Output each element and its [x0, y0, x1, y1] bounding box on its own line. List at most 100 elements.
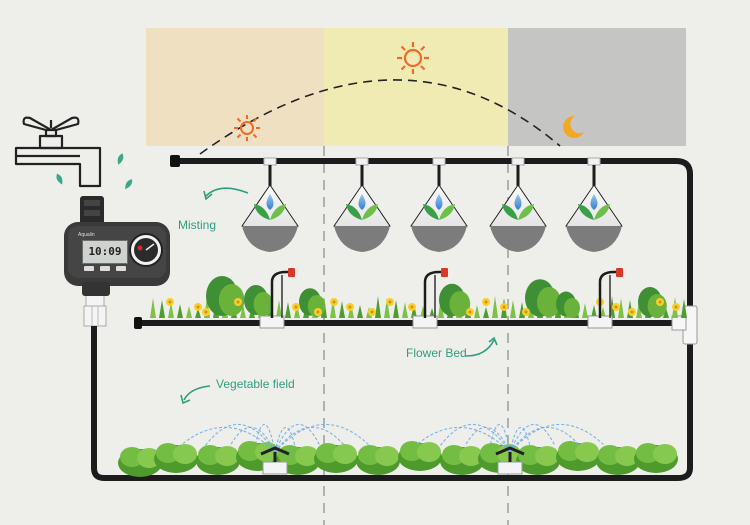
vegetable-plant	[356, 445, 400, 475]
flower-center	[674, 305, 678, 309]
leaf-icon	[254, 204, 270, 220]
leaf-icon	[442, 445, 466, 465]
morning-panel	[146, 28, 324, 146]
leaf-icon	[564, 298, 580, 318]
mist-nozzle-icon	[565, 157, 623, 252]
sprinkler-icon	[179, 423, 371, 475]
flower-center	[524, 310, 528, 314]
leaf-icon	[358, 445, 382, 465]
leaf-icon	[198, 445, 222, 465]
leaf-icon	[423, 204, 439, 220]
water-spray	[274, 426, 346, 453]
arrow-icon	[183, 385, 211, 401]
grass-blade	[618, 298, 624, 318]
grass-blade	[195, 308, 201, 318]
flower-center	[468, 310, 472, 314]
grass-blade	[600, 307, 606, 318]
grass-blade	[393, 300, 399, 318]
grass-blade	[483, 307, 489, 318]
leaf-icon	[535, 446, 559, 466]
sun-icon	[397, 42, 429, 74]
mist-nozzle-icon	[489, 157, 547, 252]
mist-nozzle-icon	[241, 157, 299, 252]
flower-center	[388, 300, 392, 304]
soil-bowl	[490, 226, 546, 252]
leaf-icon	[156, 443, 180, 463]
flower-center	[658, 300, 662, 304]
grass-blade	[159, 300, 165, 318]
mist-nozzle-icon	[410, 157, 468, 252]
flower-center	[196, 305, 200, 309]
timer-button[interactable]	[84, 266, 94, 271]
grass-blade	[339, 301, 345, 318]
leaf-icon	[537, 287, 561, 317]
leaf-icon	[558, 441, 582, 461]
leaf-icon	[316, 443, 340, 463]
vegetable-plant	[556, 441, 600, 471]
leaf-icon	[647, 294, 667, 318]
microtube	[270, 270, 290, 318]
water-spray	[204, 423, 276, 453]
misting-label: Misting	[178, 218, 217, 232]
water-spray	[439, 423, 511, 453]
leaf-icon	[215, 446, 239, 466]
dripper-icon	[441, 268, 448, 277]
leaf-icon	[575, 442, 599, 462]
leaf-icon	[346, 204, 362, 220]
arrow-icon	[488, 336, 498, 346]
mist-nozzle-icon	[333, 157, 391, 252]
grass-blade	[474, 305, 480, 318]
nozzle-tee	[511, 157, 525, 166]
leaf-icon	[578, 204, 594, 220]
grass-blade	[591, 305, 597, 318]
nozzle-tee	[587, 157, 601, 166]
sprinkler-icon	[414, 423, 606, 475]
vegetable-plant	[154, 443, 198, 473]
water-spray	[509, 426, 581, 453]
flower-center	[484, 300, 488, 304]
grass-blade	[402, 302, 408, 318]
grass-blade	[375, 296, 381, 318]
flower-center	[370, 310, 374, 314]
timer-button[interactable]	[116, 266, 126, 271]
sun-icon	[234, 115, 260, 141]
leaf-icon	[120, 447, 144, 467]
microtube	[598, 270, 618, 318]
leaf-icon	[278, 445, 302, 465]
leaf-icon	[459, 446, 483, 466]
flower-center	[168, 300, 172, 304]
pipe-end-cap	[170, 155, 180, 167]
water-spray	[274, 423, 321, 453]
leaf-icon	[400, 441, 424, 461]
leaf-icon	[480, 443, 504, 463]
water-spray	[509, 426, 531, 453]
flower-bed-label: Flower Bed	[406, 346, 467, 360]
leaf-icon	[375, 446, 399, 466]
leaf-icon	[615, 446, 639, 466]
flower-center	[614, 305, 618, 309]
leaf-icon	[598, 445, 622, 465]
vegetable-field-label: Vegetable field	[216, 377, 295, 391]
vegetable-plant	[314, 443, 358, 473]
grass-blade	[294, 304, 300, 318]
water-spray	[489, 423, 511, 453]
leaf-icon	[502, 204, 518, 220]
leaf-icon	[333, 444, 357, 464]
leaf-icon	[439, 204, 455, 220]
grass-blade	[582, 303, 588, 318]
leaf-icon	[518, 445, 542, 465]
grass-blade	[330, 299, 336, 318]
water-spray	[464, 426, 511, 453]
timer-button[interactable]	[100, 266, 110, 271]
grass-blade	[357, 305, 363, 318]
sun-path-arc	[199, 79, 561, 155]
leaf-icon	[270, 204, 286, 220]
leaf-icon	[238, 441, 262, 461]
grass-blade	[240, 305, 246, 318]
leaf-icon	[636, 443, 660, 463]
vegetable-plant	[440, 445, 484, 475]
sprinkler-head	[495, 446, 525, 456]
nozzle-tee	[432, 157, 446, 166]
hose-connector	[83, 305, 107, 327]
